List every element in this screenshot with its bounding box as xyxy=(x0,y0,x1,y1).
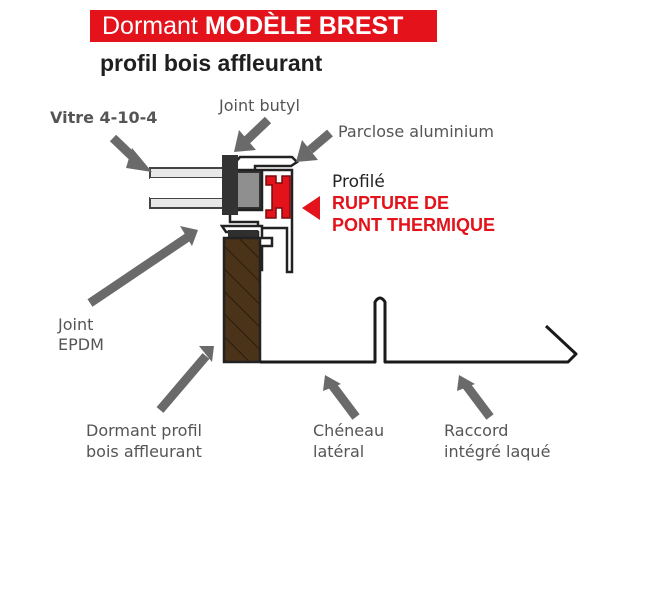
title-banner: Dormant MODÈLE BREST xyxy=(90,10,437,42)
arrow-raccord xyxy=(457,375,494,420)
label-rupture-line1: RUPTURE DE xyxy=(332,193,450,213)
label-dormant-line2: bois affleurant xyxy=(86,442,202,461)
wood-frame xyxy=(222,236,262,364)
label-rupture-line2: PONT THERMIQUE xyxy=(332,215,496,235)
arrow-joint-butyl xyxy=(234,116,272,152)
label-parclose: Parclose aluminium xyxy=(338,122,494,141)
label-cheneau-line2: latéral xyxy=(313,442,365,461)
label-joint-epdm-line2: EPDM xyxy=(58,335,104,354)
arrow-dormant xyxy=(156,346,214,413)
title-prefix: Dormant xyxy=(102,12,205,40)
thermal-break xyxy=(265,175,291,219)
arrow-vitre xyxy=(109,134,152,172)
label-profile: Profilé xyxy=(332,172,385,192)
arrow-cheneau xyxy=(323,375,360,420)
arrow-joint-epdm xyxy=(87,226,198,307)
label-raccord-line2: intégré laqué xyxy=(444,442,551,461)
joint-epdm xyxy=(228,230,258,238)
glass-unit xyxy=(149,167,261,209)
title-model: MODÈLE BREST xyxy=(204,12,404,40)
label-raccord-line1: Raccord xyxy=(444,421,509,440)
label-joint-butyl: Joint butyl xyxy=(219,96,300,115)
label-joint-epdm-line1: Joint xyxy=(58,315,94,334)
red-triangle-arrow-icon xyxy=(302,196,320,220)
subtitle: profil bois affleurant xyxy=(100,50,323,76)
gutter-profile xyxy=(260,296,578,364)
label-dormant-line1: Dormant profil xyxy=(86,421,202,440)
arrow-parclose xyxy=(296,129,333,162)
label-vitre: Vitre 4-10-4 xyxy=(50,108,158,127)
joint-butyl xyxy=(222,155,238,215)
label-cheneau-line1: Chéneau xyxy=(313,421,385,440)
